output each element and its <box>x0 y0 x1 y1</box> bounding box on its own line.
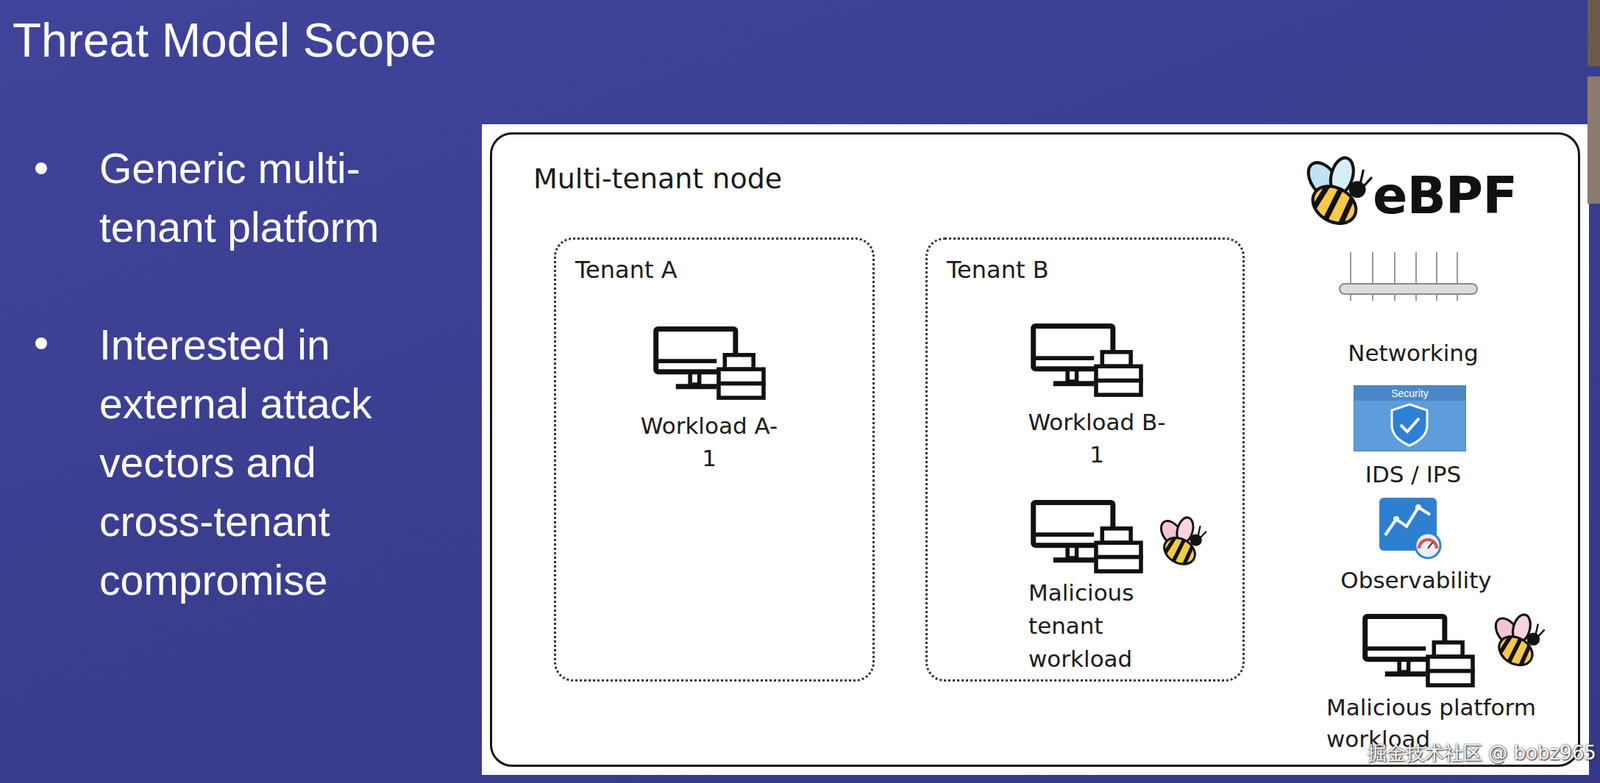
node-heading: Multi-tenant node <box>533 162 782 195</box>
bullet-dot <box>35 337 48 350</box>
component-label: Observability <box>1327 564 1505 597</box>
slide-title: Threat Model Scope <box>12 13 437 68</box>
logo-text: eBPF <box>1372 166 1542 226</box>
node-heading: Tenant A <box>575 256 678 284</box>
bullet-text: Interested in external attack vectors an… <box>99 315 423 610</box>
bullet-text: Generic multi-tenant platform <box>99 139 423 257</box>
bullet-dot <box>35 162 48 175</box>
component-label: IDS / IPS <box>1332 458 1495 491</box>
node-heading: Tenant B <box>946 256 1050 284</box>
workload-label: Workload A-1 <box>635 409 783 475</box>
watermark: 掘金技术社区 @ bobz965 <box>1367 741 1589 766</box>
workload-label: Malicious tenant workload <box>1028 576 1150 677</box>
workload-label: Workload B-1 <box>1023 406 1171 471</box>
node-heading: Security <box>1354 386 1466 401</box>
security-box: Security <box>1353 385 1467 452</box>
component-label: Networking <box>1332 336 1495 370</box>
